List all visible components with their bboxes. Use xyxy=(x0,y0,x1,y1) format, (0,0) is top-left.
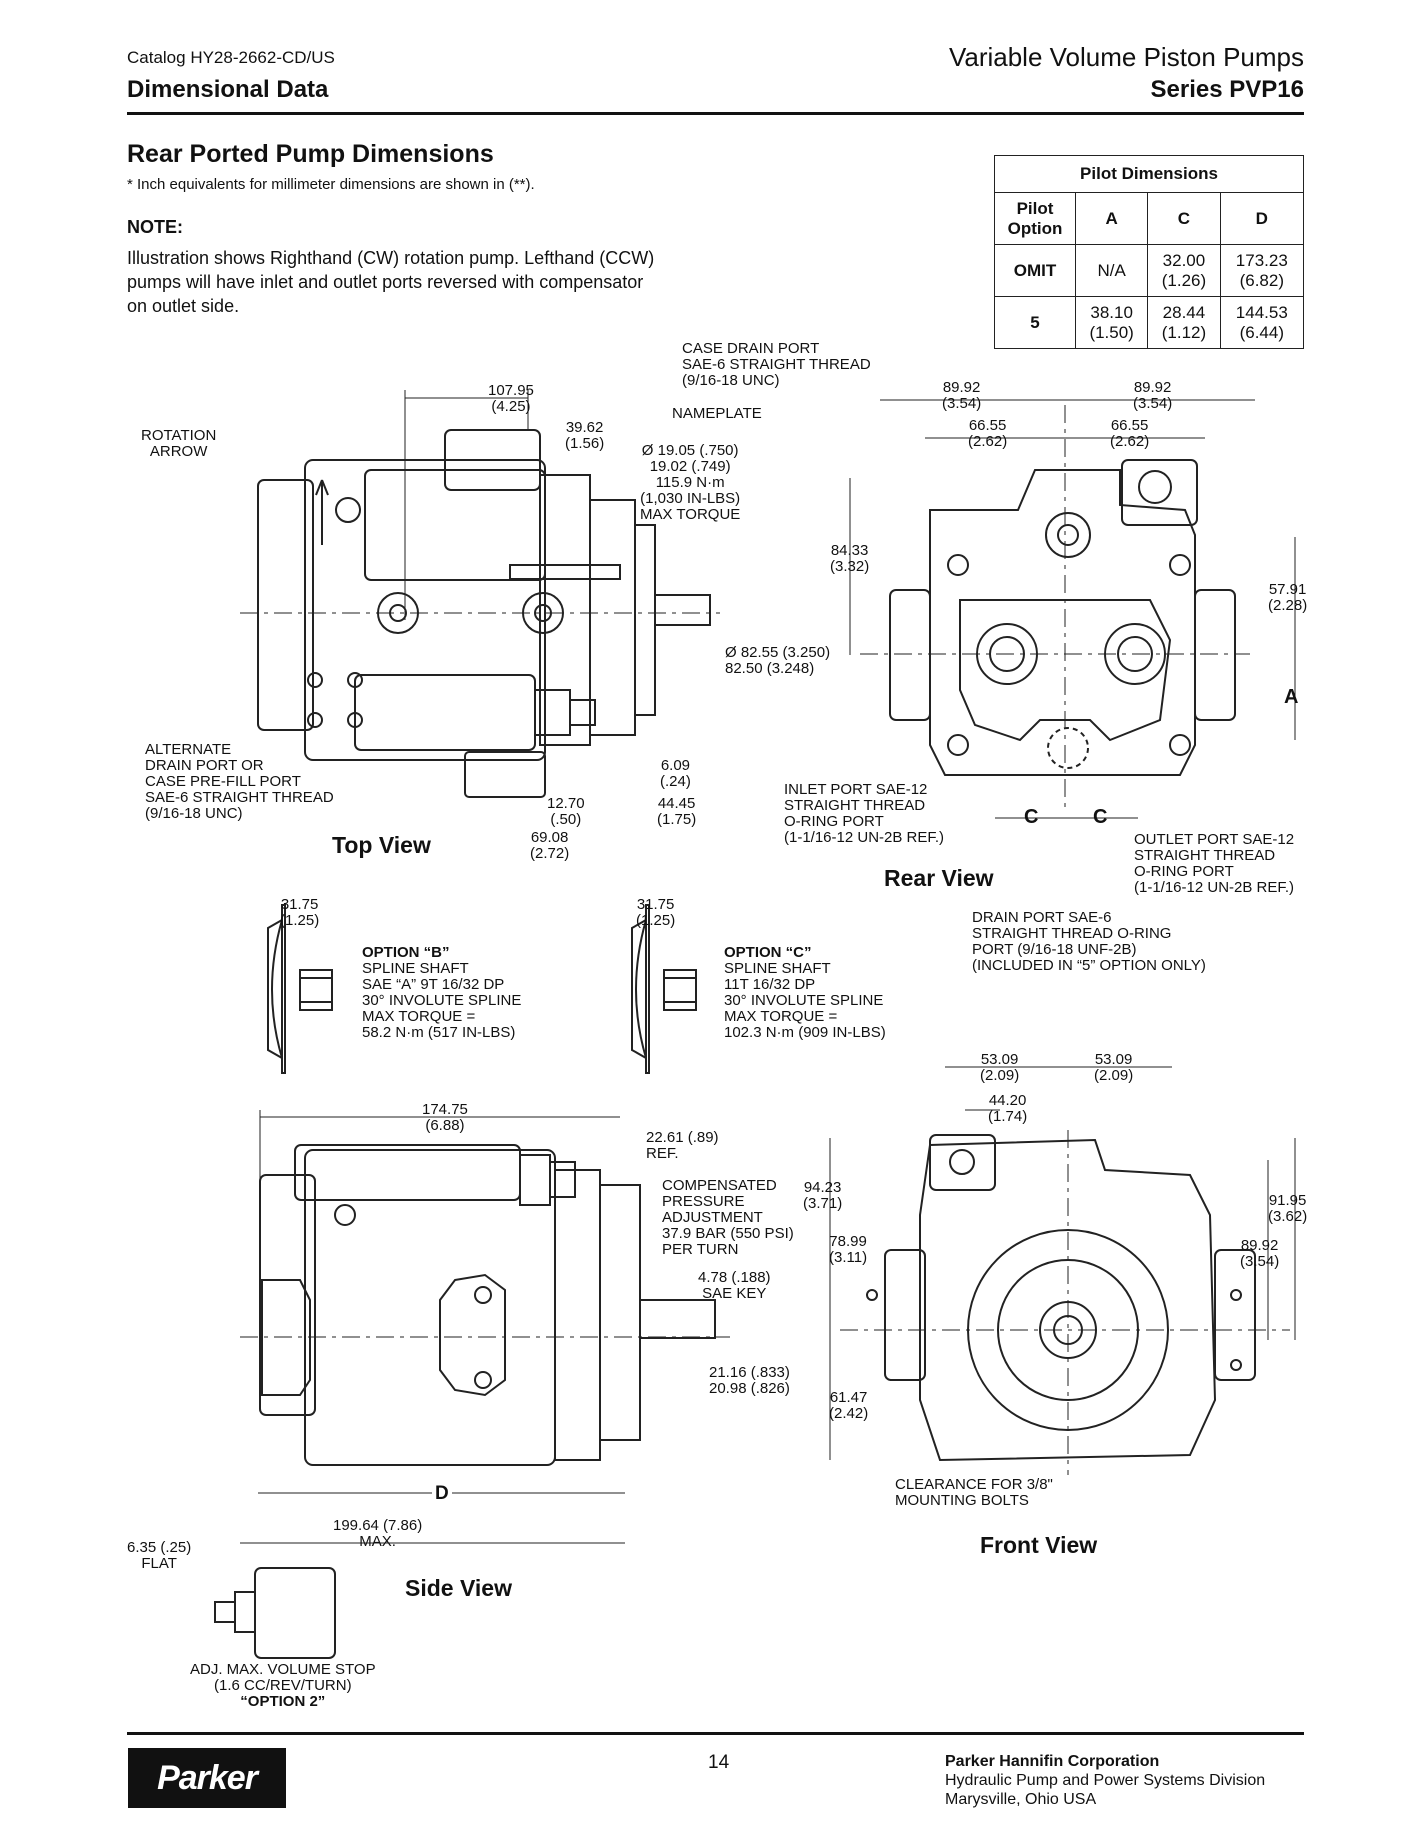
side-view-drawing xyxy=(214,1144,730,1659)
dim-69: 69.08(2.72) xyxy=(530,829,570,862)
dim-94: 94.23(3.71) xyxy=(803,1179,843,1212)
dim-21: 21.16 (.833)20.98 (.826) xyxy=(709,1364,790,1397)
dim-89-front: 89.92(3.54) xyxy=(1240,1237,1280,1270)
rear-view-drawing xyxy=(860,405,1250,810)
dim-84: 84.33(3.32) xyxy=(830,542,870,575)
option-b-drawing xyxy=(267,904,333,1074)
dim-44: 44.45(1.75) xyxy=(657,795,697,828)
dim-91: 91.95(3.62) xyxy=(1268,1192,1308,1225)
dim-199: 199.64 (7.86)MAX. xyxy=(333,1517,423,1550)
side-view-title: Side View xyxy=(405,1575,512,1601)
volume-stop-label: ADJ. MAX. VOLUME STOP(1.6 CC/REV/TURN)“O… xyxy=(190,1661,376,1710)
note-heading: NOTE: xyxy=(127,217,183,237)
option-b-dim: 31.75(1.25) xyxy=(280,896,320,929)
dim-89a: 89.92(3.54) xyxy=(942,379,982,412)
front-view-title: Front View xyxy=(980,1532,1098,1558)
dim-57: 57.91(2.28) xyxy=(1268,581,1308,614)
dim-22: 22.61 (.89)REF. xyxy=(646,1129,719,1162)
footer-rule xyxy=(127,1732,1304,1735)
col-c: C xyxy=(1147,192,1221,245)
parker-logo: Parker xyxy=(128,1748,286,1808)
dim-6: 6.09(.24) xyxy=(660,757,691,790)
page-title: Rear Ported Pump Dimensions xyxy=(127,140,494,168)
dim-c-right: C xyxy=(1093,806,1108,828)
dim-12: 12.70(.50) xyxy=(547,795,585,828)
table-row: 5 38.10(1.50) 28.44(1.12) 144.53(6.44) xyxy=(994,296,1305,349)
note-body: Illustration shows Righthand (CW) rotati… xyxy=(127,248,655,316)
dim-89b: 89.92(3.54) xyxy=(1133,379,1173,412)
section-title: Dimensional Data xyxy=(127,76,329,103)
dim-107: 107.95(4.25) xyxy=(488,382,534,415)
dim-39: 39.62(1.56) xyxy=(565,419,605,452)
clearance-label: CLEARANCE FOR 3/8"MOUNTING BOLTS xyxy=(895,1476,1053,1509)
footer-company: Parker Hannifin Corporation Hydraulic Pu… xyxy=(945,1753,1266,1808)
shaft-label: Ø 19.05 (.750)19.02 (.749)115.9 N·m(1,03… xyxy=(640,442,741,523)
top-view-title: Top View xyxy=(332,832,431,858)
dim-53a: 53.09(2.09) xyxy=(980,1051,1020,1084)
dim-c-left: C xyxy=(1024,806,1039,828)
pilot-dia-label: Ø 82.55 (3.250)82.50 (3.248) xyxy=(725,644,831,677)
catalog-number: Catalog HY28-2662-CD/US xyxy=(127,48,335,67)
pilot-dimensions-table: Pilot Dimensions Pilot Option A C D OMIT… xyxy=(994,155,1305,349)
dim-d: D xyxy=(432,1483,452,1505)
series-title: Series PVP16 xyxy=(1150,76,1304,103)
rear-view-title: Rear View xyxy=(884,865,994,891)
product-title: Variable Volume Piston Pumps xyxy=(948,42,1304,72)
dim-66b: 66.55(2.62) xyxy=(1110,417,1150,450)
option-c-dim: 31.75(1.25) xyxy=(636,896,676,929)
dim-53b: 53.09(2.09) xyxy=(1094,1051,1134,1084)
key-label: 4.78 (.188)SAE KEY xyxy=(698,1269,771,1302)
col-d: D xyxy=(1219,192,1305,245)
nameplate-label: NAMEPLATE xyxy=(672,405,762,422)
header-rule xyxy=(127,112,1304,115)
dim-a: A xyxy=(1284,686,1299,708)
dim-78: 78.99(3.11) xyxy=(829,1233,868,1266)
dim-44-front: 44.20(1.74) xyxy=(988,1092,1028,1125)
front-view-drawing xyxy=(840,1130,1290,1475)
top-view-drawing xyxy=(240,429,720,798)
footnote: * Inch equivalents for millimeter dimens… xyxy=(127,176,535,193)
page-number: 14 xyxy=(708,1752,730,1773)
dim-66a: 66.55(2.62) xyxy=(968,417,1008,450)
dim-61: 61.47(2.42) xyxy=(829,1389,869,1422)
option-c-drawing xyxy=(631,904,697,1074)
col-a: A xyxy=(1074,192,1149,245)
dim-174: 174.75(6.88) xyxy=(422,1101,468,1134)
flat-label: 6.35 (.25)FLAT xyxy=(127,1539,192,1572)
